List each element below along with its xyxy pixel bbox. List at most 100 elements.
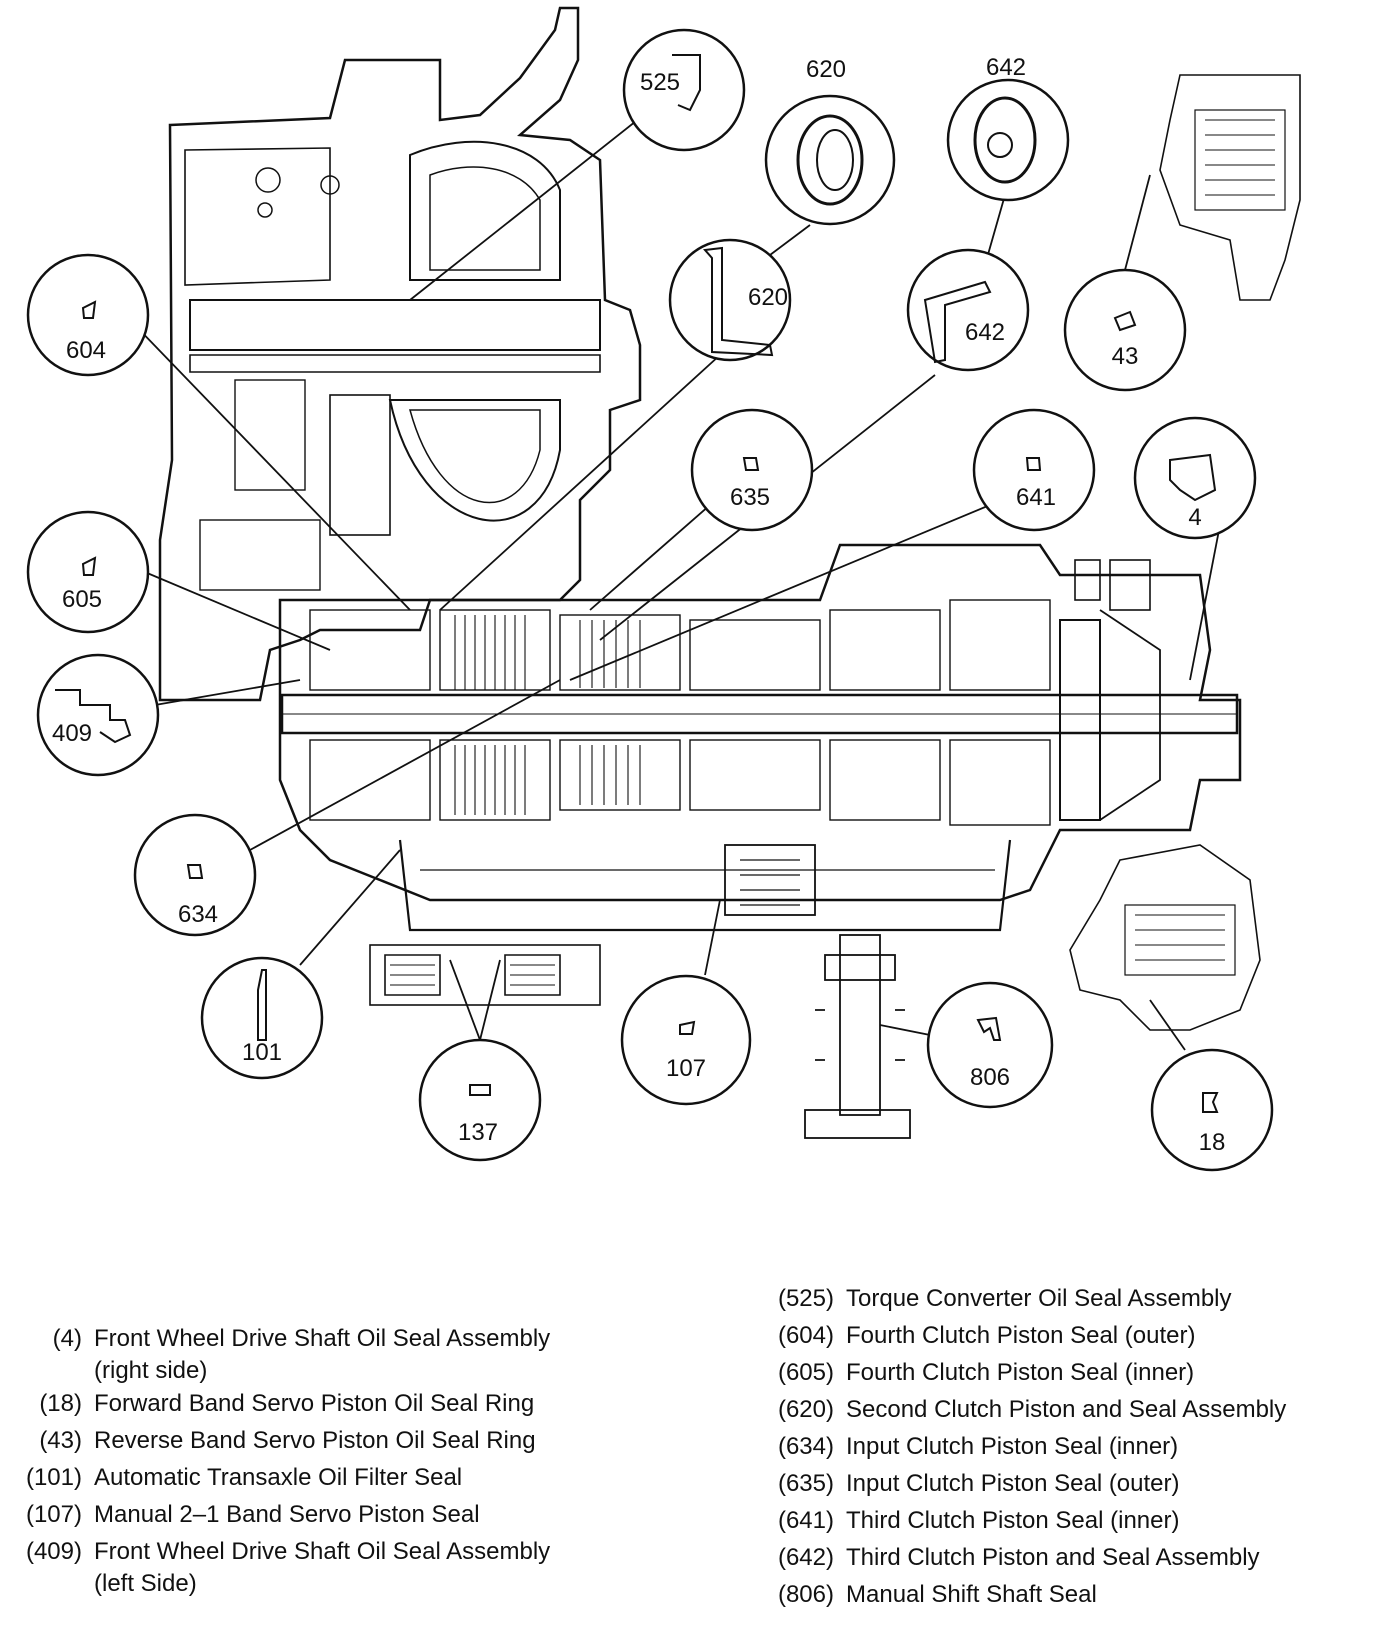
callout-18: 18 bbox=[1199, 1129, 1226, 1156]
seal-642-profile-icon bbox=[923, 280, 992, 364]
callout-107: 107 bbox=[666, 1055, 706, 1082]
legend-left: (4) Front Wheel Drive Shaft Oil Seal Ass… bbox=[6, 1320, 550, 1598]
callout-circle-642-top bbox=[946, 78, 1070, 202]
legend-text: Reverse Band Servo Piston Oil Seal Ring bbox=[94, 1427, 536, 1454]
seal-107-icon bbox=[679, 1020, 696, 1035]
seal-icons bbox=[55, 54, 1219, 1113]
legend-text: Automatic Transaxle Oil Filter Seal bbox=[94, 1464, 463, 1491]
legend-text: Third Clutch Piston and Seal Assembly bbox=[846, 1544, 1260, 1571]
callout-4: 4 bbox=[1188, 504, 1201, 531]
seal-620-ring-icon bbox=[796, 114, 864, 206]
legend-row-641: (641) Third Clutch Piston Seal (inner) bbox=[760, 1502, 1286, 1539]
legend-text: Front Wheel Drive Shaft Oil Seal Assembl… bbox=[94, 1538, 551, 1565]
seal-4-icon bbox=[1169, 453, 1217, 502]
forward-servo-detail bbox=[1069, 844, 1261, 1031]
legend-code: (642) bbox=[777, 1544, 834, 1571]
callout-circle-101 bbox=[200, 956, 324, 1080]
legend-row-101: (101) Automatic Transaxle Oil Filter Sea… bbox=[6, 1459, 550, 1496]
legend-row-409: (409) Front Wheel Drive Shaft Oil Seal A… bbox=[6, 1533, 550, 1598]
legend-row-604: (604) Fourth Clutch Piston Seal (outer) bbox=[760, 1317, 1286, 1354]
legend-text: Torque Converter Oil Seal Assembly bbox=[846, 1285, 1232, 1312]
callout-circle-4 bbox=[1133, 416, 1257, 540]
callout-circle-43 bbox=[1063, 268, 1187, 392]
callout-circle-634 bbox=[133, 813, 257, 937]
legend-row-634: (634) Input Clutch Piston Seal (inner) bbox=[760, 1428, 1286, 1465]
callout-635: 635 bbox=[730, 484, 770, 511]
legend-desc: Front Wheel Drive Shaft Oil Seal Assembl… bbox=[94, 1533, 550, 1598]
callout-circle-620-top bbox=[764, 94, 896, 226]
callout-620: 620 bbox=[748, 284, 788, 311]
callout-circle-605 bbox=[26, 510, 150, 634]
legend-row-525: (525) Torque Converter Oil Seal Assembly bbox=[760, 1280, 1286, 1317]
legend-desc: Front Wheel Drive Shaft Oil Seal Assembl… bbox=[94, 1320, 550, 1385]
legend-code: (806) bbox=[777, 1581, 834, 1608]
legend-subtext: (left Side) bbox=[94, 1570, 197, 1597]
legend-text: Input Clutch Piston Seal (outer) bbox=[846, 1470, 1180, 1497]
leader-lines bbox=[129, 109, 1221, 1051]
callout-641: 641 bbox=[1016, 484, 1056, 511]
legend-code: (101) bbox=[25, 1464, 82, 1491]
callout-642: 642 bbox=[965, 319, 1005, 346]
callout-43: 43 bbox=[1112, 343, 1139, 370]
legend-row-605: (605) Fourth Clutch Piston Seal (inner) bbox=[760, 1354, 1286, 1391]
callout-525: 525 bbox=[640, 69, 680, 96]
legend-text: Front Wheel Drive Shaft Oil Seal Assembl… bbox=[94, 1325, 551, 1352]
legend-row-642: (642) Third Clutch Piston and Seal Assem… bbox=[760, 1539, 1286, 1576]
reverse-servo-detail bbox=[1159, 74, 1301, 301]
callout-634: 634 bbox=[178, 901, 218, 928]
legend-text: Input Clutch Piston Seal (inner) bbox=[846, 1433, 1179, 1460]
callout-circles bbox=[26, 28, 1274, 1172]
callout-137: 137 bbox=[458, 1119, 498, 1146]
seal-620-ring-inner-icon bbox=[816, 129, 854, 191]
seal-642-ring-icon bbox=[973, 96, 1037, 184]
seal-634-icon bbox=[186, 864, 204, 879]
legend-code: (107) bbox=[25, 1501, 82, 1528]
seal-101-icon bbox=[257, 969, 267, 1041]
legend-row-4: (4) Front Wheel Drive Shaft Oil Seal Ass… bbox=[6, 1320, 551, 1385]
seal-604-icon bbox=[81, 300, 97, 319]
filter-detail bbox=[369, 944, 601, 1006]
legend-text: Manual Shift Shaft Seal bbox=[846, 1581, 1097, 1608]
callout-labels: 525 620 642 620 642 43 604 635 641 4 605… bbox=[52, 54, 1225, 1156]
legend-text: Fourth Clutch Piston Seal (inner) bbox=[846, 1359, 1195, 1386]
callout-circle-137 bbox=[418, 1038, 542, 1162]
legend-row-806: (806) Manual Shift Shaft Seal bbox=[760, 1576, 1286, 1613]
legend-row-107: (107) Manual 2–1 Band Servo Piston Seal bbox=[6, 1496, 550, 1533]
seal-605-icon bbox=[81, 556, 97, 576]
legend-text: Fourth Clutch Piston Seal (outer) bbox=[846, 1322, 1196, 1349]
callout-circle-604 bbox=[26, 253, 150, 377]
legend-right: (525) Torque Converter Oil Seal Assembly… bbox=[760, 1280, 1286, 1613]
legend-row-18: (18) Forward Band Servo Piston Oil Seal … bbox=[6, 1385, 550, 1422]
callout-circle-409 bbox=[36, 653, 160, 777]
callout-604: 604 bbox=[66, 337, 106, 364]
seal-641-icon bbox=[1025, 457, 1042, 471]
legend-code: (4) bbox=[52, 1325, 82, 1352]
seal-806-icon bbox=[976, 1016, 1002, 1041]
callout-101: 101 bbox=[242, 1039, 282, 1066]
legend-code: (635) bbox=[777, 1470, 834, 1497]
callout-circle-620 bbox=[668, 238, 792, 362]
legend-code: (605) bbox=[777, 1359, 834, 1386]
legend-code: (604) bbox=[777, 1322, 834, 1349]
legend-text: Second Clutch Piston and Seal Assembly bbox=[846, 1396, 1287, 1423]
callout-circle-107 bbox=[620, 974, 752, 1106]
legend-code: (43) bbox=[39, 1427, 82, 1454]
legend-code: (641) bbox=[777, 1507, 834, 1534]
legend-subtext: (right side) bbox=[94, 1357, 208, 1384]
transaxle-housing bbox=[158, 6, 1242, 932]
callout-circle-806 bbox=[926, 981, 1054, 1109]
legend-code: (634) bbox=[777, 1433, 834, 1460]
legend-code: (18) bbox=[39, 1390, 82, 1417]
seal-409-icon bbox=[55, 689, 132, 744]
legend-text: Manual 2–1 Band Servo Piston Seal bbox=[94, 1501, 480, 1528]
callout-409: 409 bbox=[52, 720, 92, 747]
callout-806: 806 bbox=[970, 1064, 1010, 1091]
seal-620-profile-icon bbox=[702, 246, 774, 357]
legend-code: (620) bbox=[777, 1396, 834, 1423]
callout-circle-525 bbox=[622, 28, 746, 152]
seal-43-icon bbox=[1113, 310, 1137, 332]
seal-642-center-icon bbox=[987, 132, 1013, 158]
legend-code: (409) bbox=[25, 1538, 82, 1565]
callout-circle-18 bbox=[1150, 1048, 1274, 1172]
transaxle-cutaway-diagram: 525 620 642 620 642 43 604 635 641 4 605… bbox=[26, 6, 1301, 1172]
